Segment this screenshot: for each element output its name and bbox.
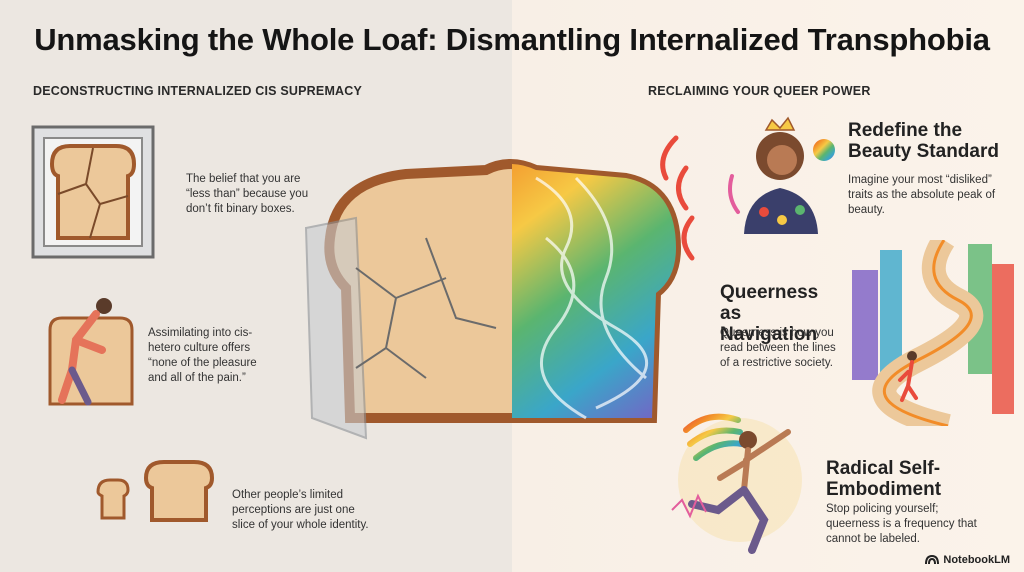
caged-bread-icon: [31, 125, 155, 259]
radical-embodiment-text: Stop policing yourself; queerness is a f…: [826, 503, 977, 545]
page-title: Unmasking the Whole Loaf: Dismantling In…: [34, 22, 990, 57]
redefine-beauty-title: Redefine the Beauty Standard: [848, 120, 999, 162]
city-path-icon: [852, 240, 1014, 426]
left-section-heading: DECONSTRUCTING INTERNALIZED CIS SUPREMAC…: [33, 84, 363, 98]
central-loaf-illustration: [304, 135, 695, 440]
crowned-figure-icon: [728, 116, 835, 234]
radical-embodiment-title: Radical Self-Embodiment: [826, 458, 942, 500]
notebooklm-logo-icon: [925, 555, 940, 565]
redefine-beauty-text: Imagine your most “disliked” traits as t…: [848, 174, 996, 216]
brand-label: NotebookLM: [943, 554, 1010, 566]
queerness-navigation-text: Queerness is how you read between the li…: [720, 327, 836, 369]
caption-binary-boxes: The belief that you are “less than” beca…: [186, 173, 309, 215]
caption-one-slice: Other people’s limited perceptions are j…: [232, 489, 369, 531]
caption-assimilation: Assimilating into cis-hetero culture off…: [148, 327, 257, 384]
queerness-navigation-title: Queerness as Navigation: [720, 282, 819, 345]
person-pushing-bread-icon: [48, 298, 134, 406]
dancing-figure-icon: [671, 413, 802, 554]
right-section-heading: RECLAIMING YOUR QUEER POWER: [648, 84, 871, 98]
bread-slices-icon: [96, 460, 215, 522]
notebooklm-brand: NotebookLM: [925, 554, 1010, 566]
